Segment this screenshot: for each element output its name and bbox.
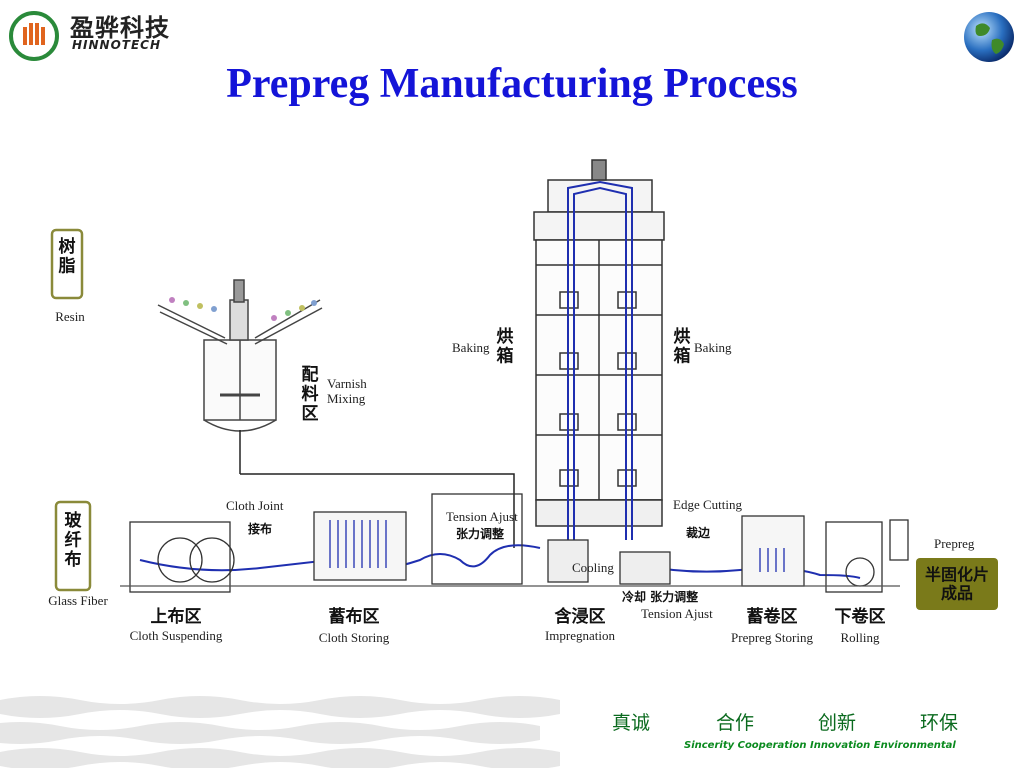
resin-label-en: Resin xyxy=(55,309,85,324)
prepreg-product-box xyxy=(916,558,998,610)
logo xyxy=(8,10,60,62)
zone-label-en: Rolling xyxy=(840,630,880,645)
zone-label-cn: 蓄卷区 xyxy=(747,606,798,627)
edge-cutting-label-cn: 裁边 xyxy=(686,525,711,540)
zone-label-en: Prepreg Storing xyxy=(731,630,813,645)
baking-left-label-en: Baking xyxy=(452,340,490,355)
prepreg-label-en: Prepreg xyxy=(934,536,975,551)
baking-left-label-cn: 烘箱 xyxy=(497,326,514,367)
page-title: Prepreg Manufacturing Process xyxy=(226,61,798,107)
globe-icon xyxy=(962,10,1016,68)
zone-label-en: Impregnation xyxy=(545,628,616,643)
baking-right-label-cn: 烘箱 xyxy=(674,326,691,367)
zone-label-cn: 含浸区 xyxy=(555,606,606,627)
cooling-label-cn: 冷却 张力调整 xyxy=(622,589,698,604)
footer-word: 创新 xyxy=(818,712,857,734)
zone-labels: 上布区 Cloth Suspending 蓄布区 Cloth Storing 含… xyxy=(130,606,886,645)
zone-label-cn: 下卷区 xyxy=(835,606,886,627)
footer-word: 合作 xyxy=(716,712,755,734)
footer-pattern xyxy=(0,690,1024,768)
prepreg-product-label: 半固化片成品 xyxy=(925,565,989,602)
baking-right-label-en: Baking xyxy=(694,340,732,355)
glass-fiber-label-en: Glass Fiber xyxy=(48,593,108,608)
mixing-valves xyxy=(169,297,317,321)
tension-adjust-label-cn: 张力调整 xyxy=(456,526,504,541)
glass-fiber-label-cn: 玻纤布 xyxy=(65,510,83,570)
zone-label-cn: 蓄布区 xyxy=(329,606,380,627)
edge-cutting-label-en: Edge Cutting xyxy=(673,497,742,512)
tension-adjust-label-en: Tension Ajust xyxy=(446,509,518,524)
logo-name-cn: 盈骅科技 xyxy=(70,14,170,42)
glass-fiber-box xyxy=(54,500,92,592)
footer-word: 真诚 xyxy=(612,712,651,734)
zone-label-cn: 上布区 xyxy=(151,606,202,627)
production-line-equipment xyxy=(120,493,909,593)
baking-tower xyxy=(533,159,665,527)
footer-word: 环保 xyxy=(920,712,959,734)
cloth-joint-label-cn: 接布 xyxy=(248,521,272,536)
zone-label-en: Cloth Suspending xyxy=(130,628,223,643)
logo-name-en: HINNOTECH xyxy=(72,38,162,52)
logo-icon xyxy=(9,11,59,61)
cloth-joint-label-en: Cloth Joint xyxy=(226,498,284,513)
zone-label-en: Cloth Storing xyxy=(319,630,390,645)
resin-box xyxy=(50,228,84,300)
tension-adjust-2-label-en: Tension Ajust xyxy=(641,606,713,621)
mixing-tank xyxy=(157,279,515,548)
resin-label-cn: 树脂 xyxy=(59,237,76,277)
varnish-label-cn: 配料区 xyxy=(302,365,319,424)
footer-slogan: Sincerity Cooperation Innovation Environ… xyxy=(684,740,956,751)
cooling-label-en: Cooling xyxy=(572,560,614,575)
